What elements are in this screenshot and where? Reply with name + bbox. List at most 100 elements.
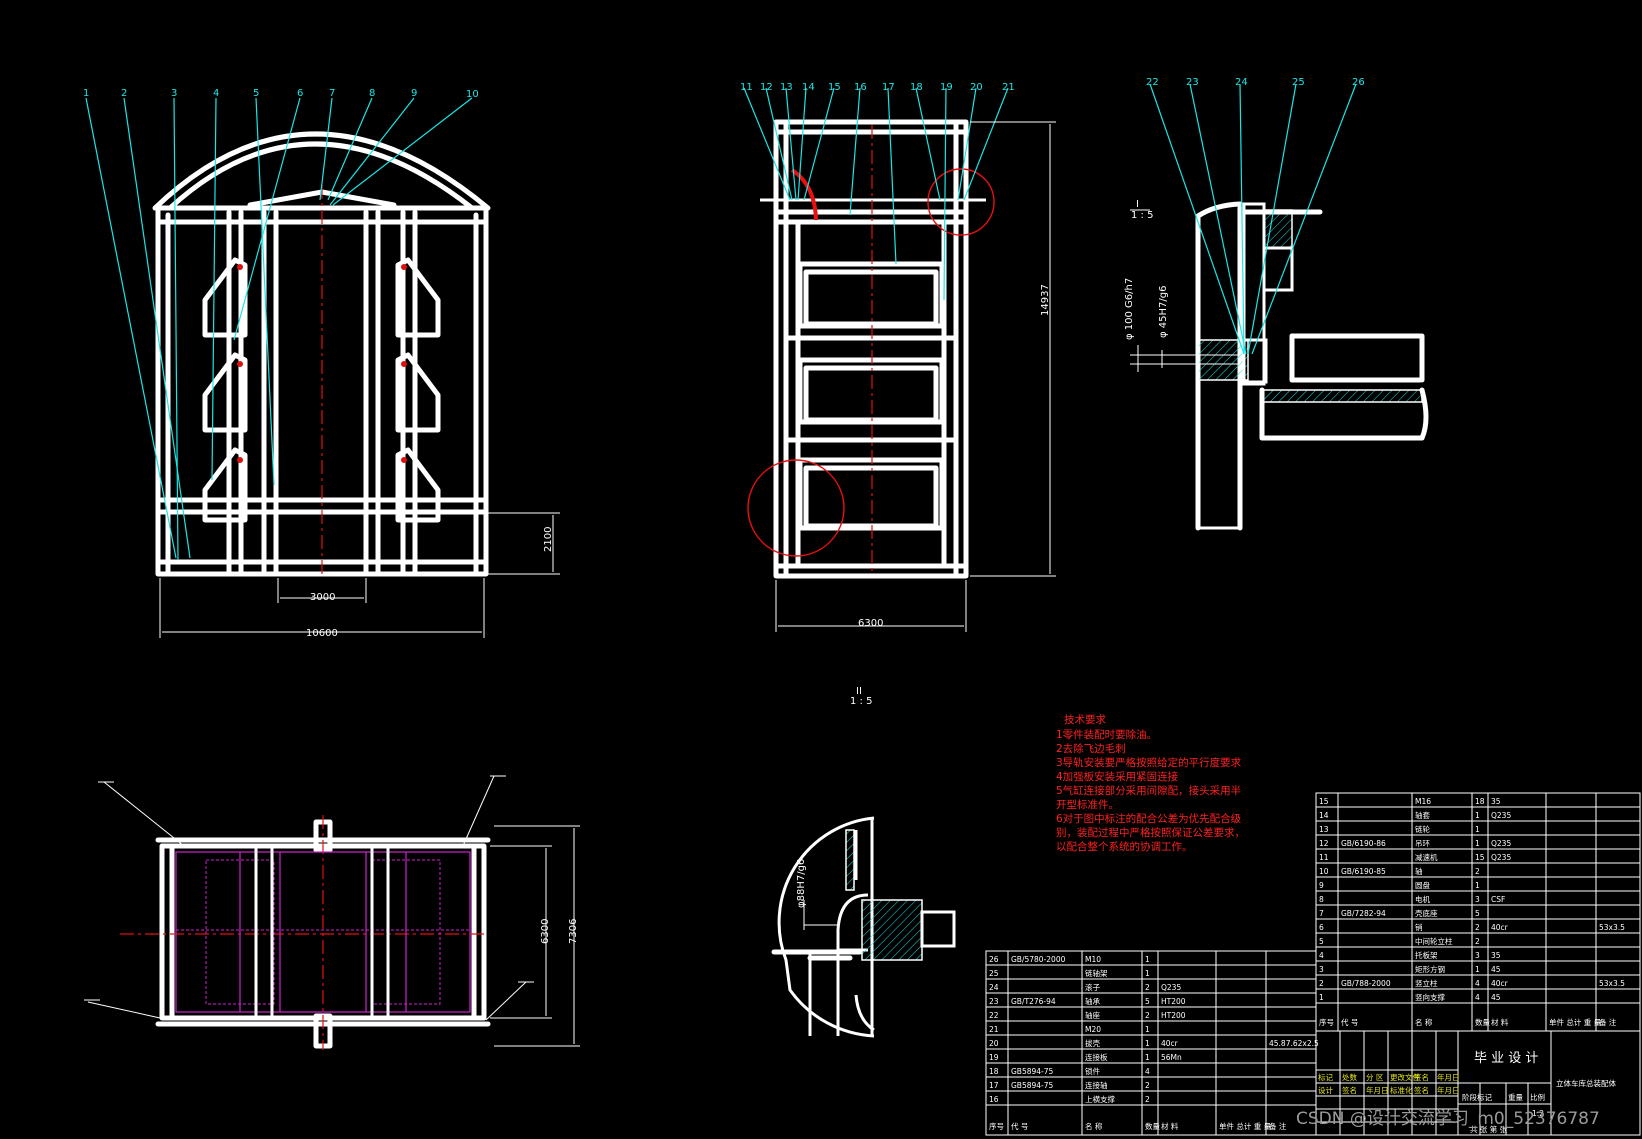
title-project: 毕 业 设 计: [1474, 1051, 1538, 1066]
leader-9: 9: [411, 88, 417, 99]
bom-cell: 1: [1475, 881, 1480, 890]
rev-doc: 更改文件: [1390, 1072, 1420, 1082]
bom-cell: 5: [1319, 937, 1324, 946]
bom-cell: Q235: [1491, 839, 1511, 848]
bom-cell: 滚子: [1085, 982, 1101, 992]
design-sign: 签名: [1342, 1085, 1357, 1095]
bom-cell: 13: [1319, 825, 1329, 834]
title-scale: 1:2: [1532, 1109, 1544, 1118]
stage-weight: 重量: [1508, 1093, 1524, 1102]
bom-cell: 吊环: [1415, 839, 1431, 848]
dim-plan-outer: 7306: [568, 919, 579, 944]
detail-ii-tag: II: [856, 686, 862, 697]
bom-header-cell: 数量: [1145, 1121, 1161, 1131]
bom-cell: 竖向支撑: [1415, 992, 1445, 1002]
bom-cell: 轴座: [1085, 1010, 1101, 1020]
front-view: [85, 97, 560, 638]
note-line-8: 别，装配过程中严格按照保证公差要求，: [1056, 826, 1245, 839]
note-line-3: 3导轨安装要严格按照给定的平行度要求: [1056, 756, 1242, 769]
bom-cell: 拔壳: [1085, 1038, 1101, 1048]
bom-cell: 5: [1475, 909, 1480, 918]
bom-cell: HT200: [1161, 1011, 1186, 1020]
bom-cell: 40cr: [1161, 1039, 1179, 1048]
bom-cell: 2: [1145, 1011, 1150, 1020]
bom-cell: 3: [1319, 965, 1324, 974]
bom-cell: 4: [1145, 1067, 1150, 1076]
bom-cell: 2: [1145, 1081, 1150, 1090]
bom-cell: Q235: [1491, 853, 1511, 862]
rev-mark: 标记: [1318, 1072, 1334, 1082]
bom-cell: 45.87.62x2.5: [1269, 1039, 1319, 1048]
dim-side-height: 14937: [1040, 284, 1051, 316]
bom-cell: 40cr: [1491, 979, 1509, 988]
bom-cell: 1: [1319, 993, 1324, 1002]
plan-view-labels: 6300 7306: [540, 919, 579, 944]
dim-plan-inner: 6300: [540, 919, 551, 944]
bom-cell: 轴套: [1415, 810, 1431, 820]
bom-cell: 2: [1475, 867, 1480, 876]
bom-cell: 53x3.5: [1599, 923, 1625, 932]
bom-cell: 2: [1145, 1095, 1150, 1104]
leader-23: 23: [1186, 77, 1199, 88]
bom-cell: GB/6190-86: [1341, 839, 1386, 848]
bom-cell: 4: [1319, 951, 1324, 960]
bom-cell: 35: [1491, 951, 1501, 960]
bom-cell: GB/6190-85: [1341, 867, 1386, 876]
plan-view: [84, 775, 580, 1050]
bom-header-cell: 序号: [989, 1121, 1004, 1131]
rev-date: 年月日: [1437, 1072, 1460, 1082]
leader-21: 21: [1002, 82, 1015, 93]
side-view: [743, 87, 1056, 632]
stage-scale: 比例: [1530, 1092, 1545, 1102]
leader-6: 6: [297, 88, 303, 99]
leader-18: 18: [910, 82, 923, 93]
dim-opening: 3000: [310, 592, 335, 603]
design-date: 年月日: [1366, 1085, 1389, 1095]
bom-cell: 25: [989, 969, 999, 978]
bom-header-cell: 备 注: [1599, 1017, 1617, 1027]
bom-cell: 2: [1475, 937, 1480, 946]
dim-side-width: 6300: [858, 618, 883, 629]
bom-cell: 3: [1475, 895, 1480, 904]
bom-cell: HT200: [1161, 997, 1186, 1006]
bom-cell: 托板架: [1415, 950, 1438, 960]
bom-cell: 1: [1475, 965, 1480, 974]
bom-cell: 35: [1491, 797, 1501, 806]
bom-cell: 轴承: [1085, 996, 1101, 1006]
rev-zone: 分 区: [1366, 1073, 1384, 1082]
title-block: 毕 业 设 计 立体车库总装配体 1:2 标记 处数 分 区 更改文件 签名 年…: [1315, 1030, 1641, 1136]
bom-cell: GB5894-75: [1011, 1081, 1054, 1090]
bom-cell: 12: [1319, 839, 1329, 848]
leader-24: 24: [1235, 77, 1248, 88]
bom-cell: 3: [1475, 951, 1480, 960]
bom-cell: 1: [1145, 955, 1150, 964]
leader-14: 14: [802, 82, 815, 93]
title-drawing-name: 立体车库总装配体: [1556, 1078, 1616, 1088]
dim-height: 2100: [543, 527, 554, 552]
bom-cell: 轴: [1415, 866, 1423, 876]
detail-i-labels: 22 23 24 25 26 I 1 : 5 φ 100 G6/h7 φ 45H…: [1124, 77, 1365, 340]
bom-cell: 15: [1475, 853, 1485, 862]
bom-cell: 1: [1145, 1039, 1150, 1048]
bom-cell: 11: [1319, 853, 1329, 862]
detail-i-tag: I: [1136, 199, 1139, 210]
bom-cell: 23: [989, 997, 999, 1006]
leader-10: 10: [466, 89, 479, 100]
note-line-6: 开型标准件。: [1056, 798, 1119, 811]
bom-cell: 4: [1475, 993, 1480, 1002]
bom-cell: 17: [989, 1081, 999, 1090]
detail-ii-scale: 1 : 5: [850, 696, 872, 707]
bom-cell: M10: [1085, 955, 1101, 964]
bom-cell: 24: [989, 983, 999, 992]
bom-cell: 15: [1319, 797, 1329, 806]
leader-20: 20: [970, 82, 983, 93]
bom-cell: GB/T276-94: [1011, 997, 1056, 1006]
leader-7: 7: [329, 88, 335, 99]
leader-5: 5: [253, 88, 259, 99]
leader-17: 17: [882, 82, 895, 93]
bom-header-cell: 单件 总计 重 量: [1219, 1121, 1272, 1131]
bom-cell: 18: [1475, 797, 1485, 806]
